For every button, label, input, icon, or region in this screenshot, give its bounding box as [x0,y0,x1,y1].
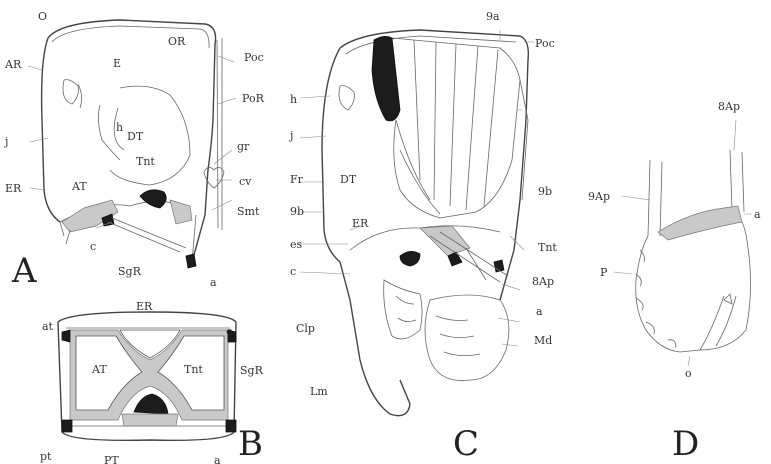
label-d-8ap: 8Ap [718,100,740,113]
label-a-sgr: SgR [118,265,142,278]
label-b-sgr: SgR [240,364,264,377]
label-c-lm: Lm [310,385,328,398]
label-b-c: c [226,325,232,338]
panel-a-drawing [28,20,236,268]
label-b-pt: pt [40,450,52,463]
label-c-9b: 9b [538,185,552,198]
label-a-at: AT [71,180,87,193]
label-a-gr: gr [237,140,250,153]
label-c-er: ER [352,217,369,230]
label-c-h: h [290,93,297,106]
label-c-8ap: 8Ap [532,275,554,288]
label-a-tnt: Tnt [136,155,155,168]
panel-c-drawing [298,30,534,416]
label-c-9a: 9a [486,10,500,23]
label-a-por: PoR [242,92,265,105]
panel-label-d: D [672,424,699,464]
label-c-tnt: Tnt [538,241,557,254]
label-a-j: j [3,135,8,148]
label-a-a: a [210,276,217,289]
label-a-er: ER [5,182,22,195]
label-a-dt: DT [127,130,144,143]
label-c-es: es [290,238,303,251]
label-c-a: a [536,305,543,318]
label-c-c: c [290,265,296,278]
label-c-md: Md [534,334,552,347]
label-a-ar: AR [4,58,22,71]
label-c-j: j [288,129,293,142]
label-b-at2: AT [91,363,107,376]
label-c-fr: Fr [290,173,304,186]
label-b-at: at [42,320,54,333]
panel-b-drawing [58,312,236,440]
panel-d-drawing [614,120,752,366]
label-d-p: P [600,266,608,279]
label-a-cv: cv [239,175,252,188]
label-c-dt: DT [340,173,357,186]
label-d-o: o [685,367,692,380]
label-b-a: a [214,454,221,464]
label-a-c: c [90,240,96,253]
label-a-o: O [38,10,47,23]
label-d-9ap: 9Ap [588,190,610,203]
label-b-tnt: Tnt [184,363,203,376]
label-c-poc: Poc [535,37,555,50]
label-b-er: ER [136,300,153,313]
label-d-a: a [754,208,761,221]
label-c-clp: Clp [296,322,315,335]
label-a-h: h [116,121,123,134]
label-b-pt2: PT [104,454,119,464]
label-a-or: OR [168,35,186,48]
label-a-poc: Poc [244,51,264,64]
label-c-9b2: 9b [290,205,304,218]
label-a-smt: Smt [237,205,260,218]
label-a-e: E [113,57,121,70]
panel-label-b: B [238,424,263,464]
panel-label-a: A [11,251,37,291]
panel-d-labels: 8Ap 9Ap a P o D [588,100,761,464]
panel-label-c: C [453,424,479,464]
